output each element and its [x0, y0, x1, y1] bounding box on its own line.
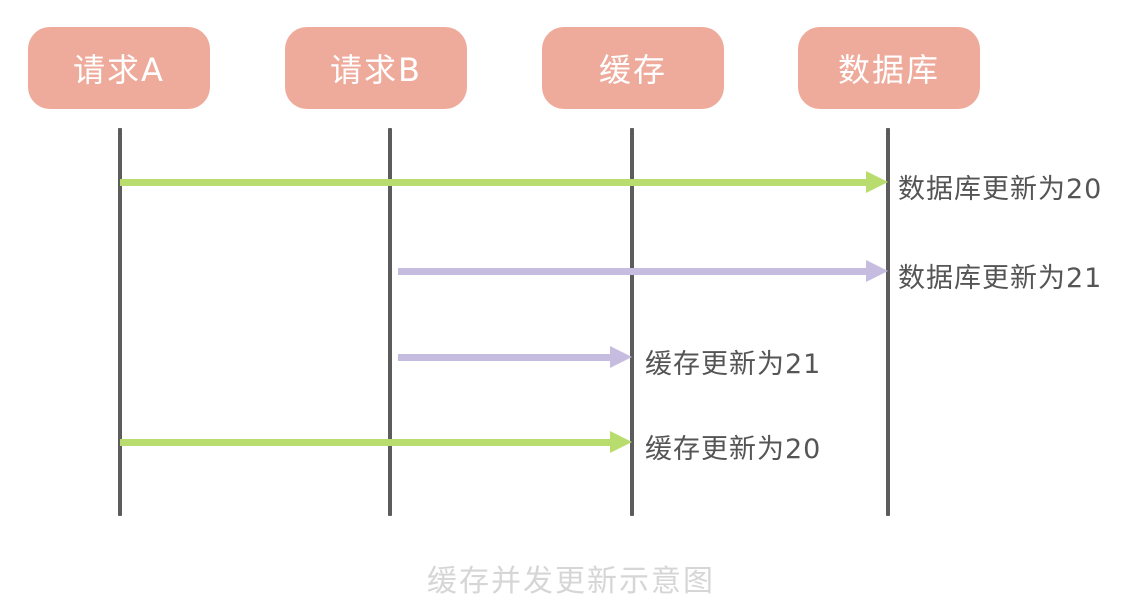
- message-label-2: 数据库更新为21: [898, 263, 1103, 294]
- message-arrow-head-3: [610, 346, 632, 368]
- lifeline-database: [886, 128, 890, 516]
- message-arrow-head-2: [866, 260, 888, 282]
- lifeline-request-b: [388, 128, 392, 516]
- message-arrow-head-1: [866, 171, 888, 193]
- message-arrow-line-2: [398, 268, 866, 275]
- message-arrow-line-3: [398, 354, 610, 361]
- actor-box-request-a[interactable]: 请求A: [28, 27, 210, 109]
- message-label-3: 缓存更新为21: [645, 349, 822, 380]
- actor-label: 数据库: [837, 51, 940, 89]
- message-arrow-line-4: [120, 439, 610, 446]
- message-label-1: 数据库更新为20: [898, 174, 1103, 205]
- actor-box-database[interactable]: 数据库: [798, 27, 980, 109]
- lifeline-request-a: [118, 128, 122, 516]
- actor-label: 缓存: [598, 51, 667, 89]
- diagram-caption: 缓存并发更新示意图: [427, 564, 715, 599]
- actor-box-request-b[interactable]: 请求B: [285, 27, 467, 109]
- actor-box-cache[interactable]: 缓存: [542, 27, 724, 109]
- message-label-4: 缓存更新为20: [645, 434, 822, 465]
- message-arrow-line-1: [120, 179, 866, 186]
- lifeline-cache: [630, 128, 634, 516]
- actor-label: 请求A: [73, 51, 165, 89]
- message-arrow-head-4: [610, 431, 632, 453]
- actor-label: 请求B: [330, 51, 422, 89]
